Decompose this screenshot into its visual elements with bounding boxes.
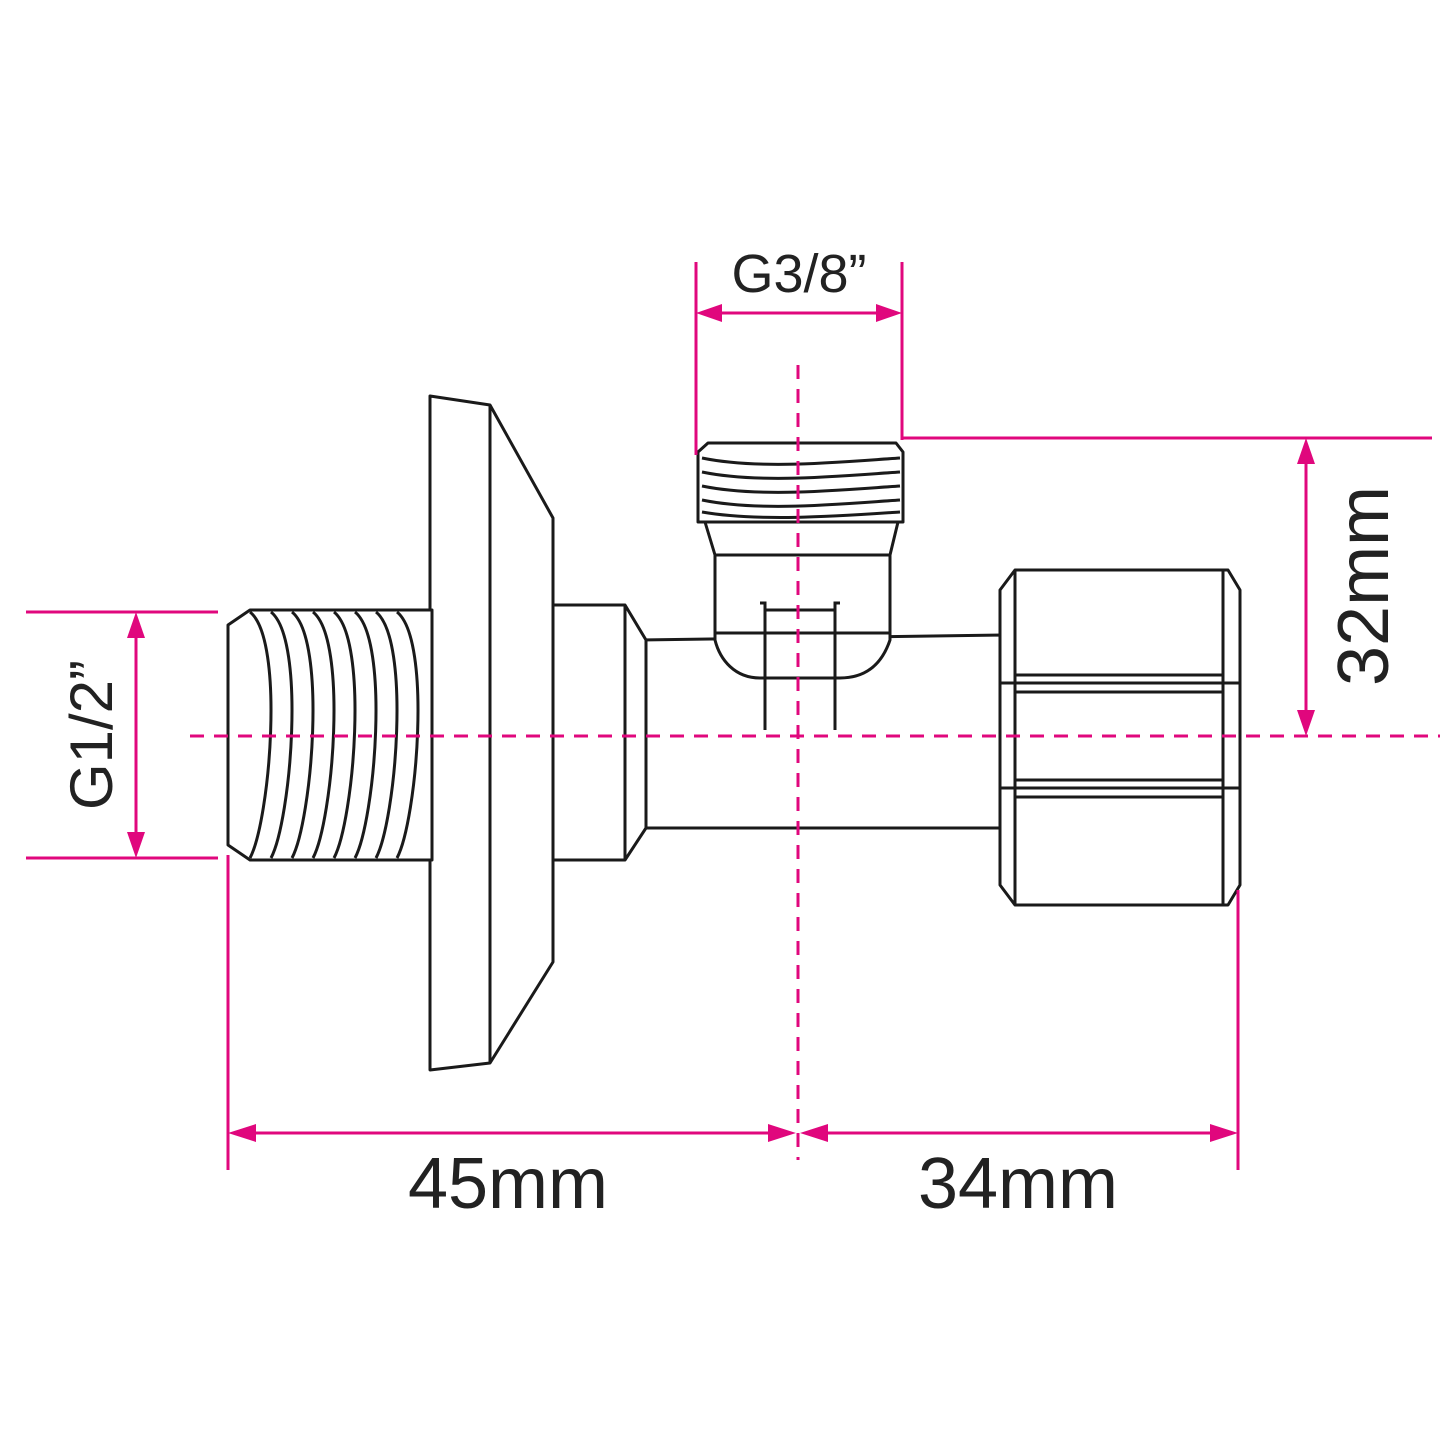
arrow-left-icon xyxy=(228,1124,256,1142)
height-label: 32mm xyxy=(1324,486,1404,686)
arrow-left-icon xyxy=(800,1124,828,1142)
stem-slot xyxy=(760,601,840,730)
dimension-height: 32mm xyxy=(902,436,1432,736)
dimension-lengths: 45mm 34mm xyxy=(226,855,1240,1224)
arrow-down-icon xyxy=(127,832,145,858)
arrow-right-icon xyxy=(1210,1124,1238,1142)
arrow-up-icon xyxy=(1297,438,1315,464)
body-collar xyxy=(551,603,648,862)
outlet-thread-body xyxy=(696,441,905,524)
inlet-thread-body xyxy=(226,608,434,862)
arrow-up-icon xyxy=(127,612,145,638)
valve-handle xyxy=(998,568,1242,907)
arrow-down-icon xyxy=(1297,710,1315,736)
inlet-length-label: 45mm xyxy=(408,1144,608,1224)
dimension-outlet-thread: G3/8” xyxy=(694,244,904,455)
outlet-cone xyxy=(703,520,900,557)
outlet-length-label: 34mm xyxy=(918,1144,1118,1224)
outlet-thread-label: G3/8” xyxy=(731,244,866,304)
valve-part xyxy=(226,394,1242,1072)
outlet-stem xyxy=(713,553,892,680)
arrow-right-icon xyxy=(876,304,902,322)
dimension-inlet-thread: G1/2” xyxy=(26,610,218,860)
outlet-thread-ridges xyxy=(701,456,901,519)
inlet-thread-label: G1/2” xyxy=(58,660,125,810)
arrow-right-icon xyxy=(768,1124,796,1142)
arrow-left-icon xyxy=(696,304,722,322)
inlet-thread-ridges xyxy=(248,610,420,859)
